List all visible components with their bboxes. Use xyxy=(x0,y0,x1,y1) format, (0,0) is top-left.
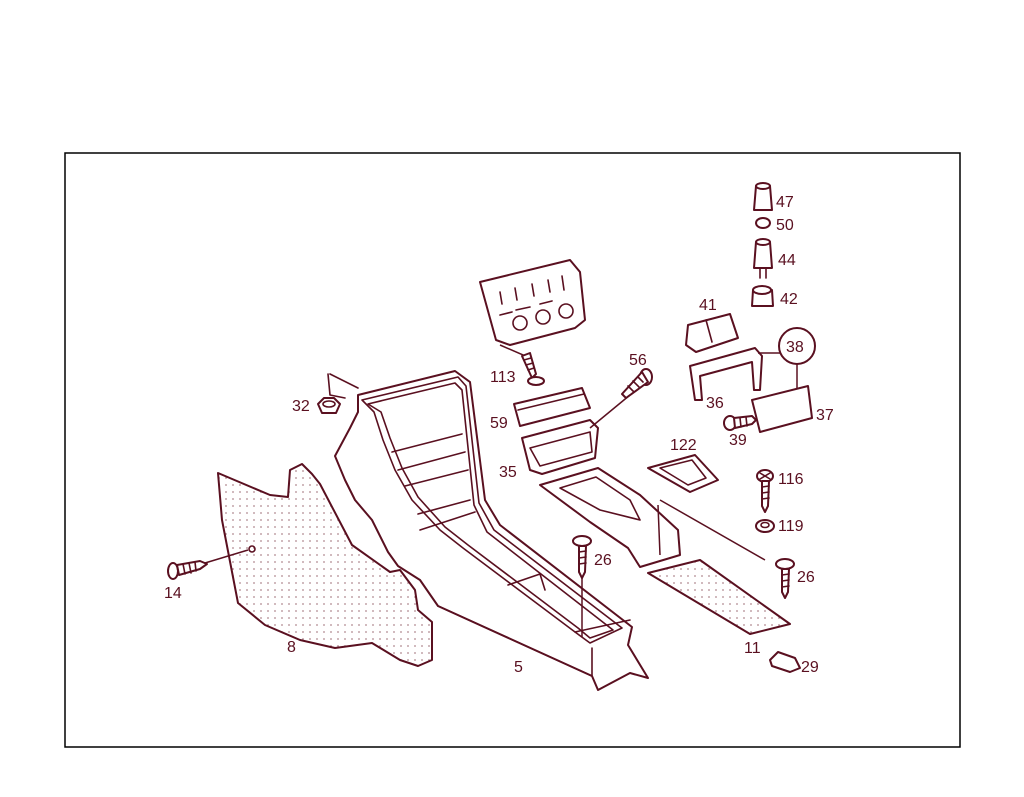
part-8-side-panel xyxy=(217,463,433,667)
part-console-cover xyxy=(539,467,766,568)
part-42-bulb-holder xyxy=(751,285,774,307)
part-122-shift-boot xyxy=(647,454,719,493)
part-35-tray-housing xyxy=(521,394,631,475)
label-11: 11 xyxy=(744,640,761,657)
part-38-callout-circle xyxy=(778,327,816,388)
label-42: 42 xyxy=(780,291,798,308)
part-56-screw xyxy=(621,368,653,399)
label-59: 59 xyxy=(490,415,508,432)
label-122: 122 xyxy=(670,437,697,454)
part-switch-panel xyxy=(479,259,586,346)
label-36: 36 xyxy=(706,395,724,412)
part-113-screw xyxy=(499,344,545,386)
label-56: 56 xyxy=(629,352,647,369)
part-41-insert xyxy=(685,313,739,353)
part-47-cap xyxy=(753,182,773,211)
part-26-screw-right xyxy=(775,558,795,599)
label-50: 50 xyxy=(776,217,794,234)
label-26-right: 26 xyxy=(797,569,815,586)
label-35: 35 xyxy=(499,464,517,481)
label-32: 32 xyxy=(292,398,310,415)
part-26-screw-left xyxy=(572,535,592,637)
part-29-clip xyxy=(769,651,801,673)
part-39-screw xyxy=(723,415,757,431)
part-44-switch xyxy=(753,238,773,279)
label-47: 47 xyxy=(776,194,794,211)
label-44: 44 xyxy=(778,252,796,269)
label-26-left: 26 xyxy=(594,552,612,569)
part-32-nut xyxy=(317,397,341,414)
label-39: 39 xyxy=(729,432,747,449)
label-119: 119 xyxy=(778,518,804,535)
label-38: 38 xyxy=(786,339,804,356)
label-116: 116 xyxy=(778,471,804,488)
label-5: 5 xyxy=(514,659,523,676)
part-50-ring xyxy=(755,217,771,229)
label-8: 8 xyxy=(287,639,296,656)
part-14-screw xyxy=(167,549,249,580)
part-116-screw xyxy=(756,469,774,513)
part-5-center-console xyxy=(327,370,649,691)
part-119-washer xyxy=(755,519,775,533)
label-41: 41 xyxy=(699,297,717,314)
part-59-cover-plate xyxy=(513,387,591,427)
label-14: 14 xyxy=(164,585,182,602)
callout-labels: 47 50 44 42 41 38 36 37 39 122 116 119 2… xyxy=(164,194,834,676)
label-37: 37 xyxy=(816,407,834,424)
diagram-frame xyxy=(64,152,961,748)
part-11-mat xyxy=(647,559,791,635)
part-36-frame xyxy=(689,347,782,401)
label-29: 29 xyxy=(801,659,819,676)
label-113: 113 xyxy=(490,369,516,386)
part-37-cover xyxy=(751,385,813,433)
